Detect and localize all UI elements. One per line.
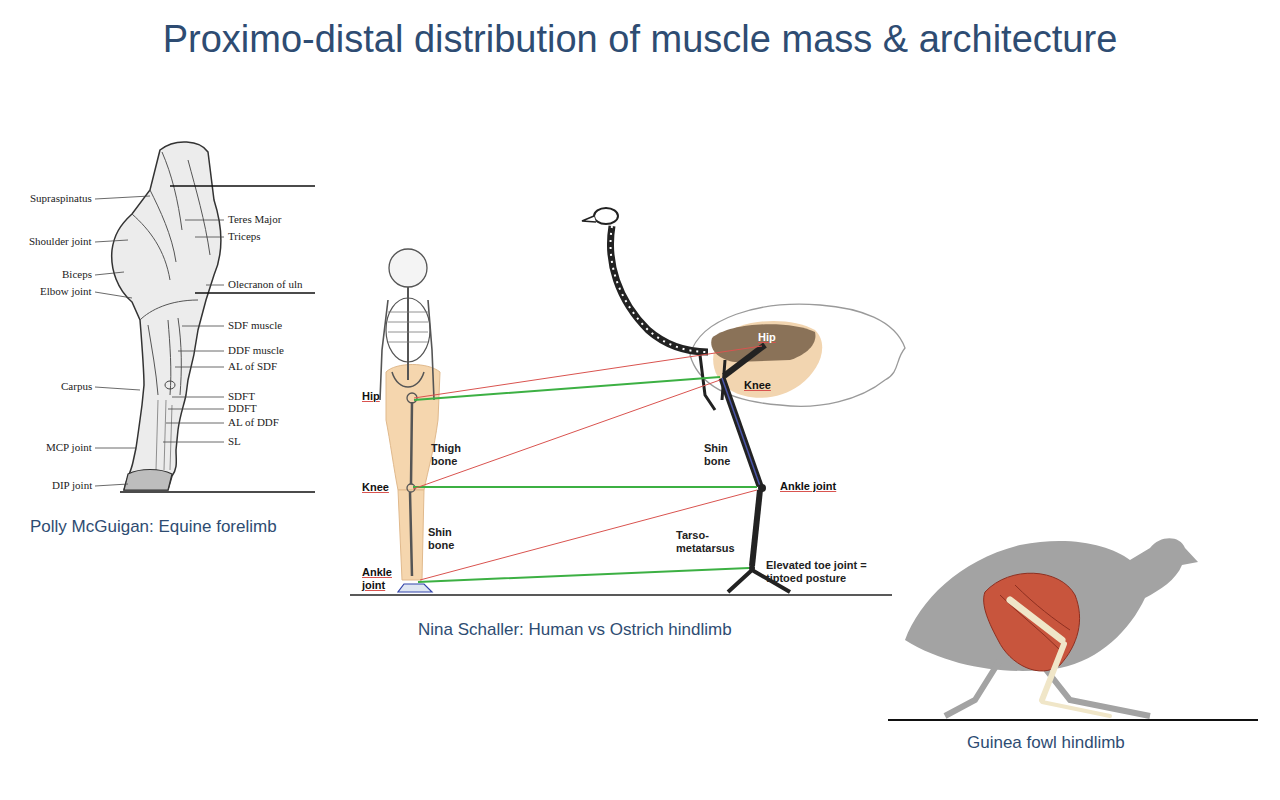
part-label: Teres Major: [228, 213, 281, 226]
caption: Guinea fowl hindlimb: [967, 733, 1125, 753]
drawing-part: [594, 208, 618, 224]
drawing-part: [758, 484, 766, 492]
drawing-part: [413, 377, 757, 582]
slide-title: Proximo-distal distribution of muscle ma…: [0, 18, 1280, 61]
drawing-part: [120, 186, 315, 492]
part-label: Knee: [362, 481, 389, 494]
part-label: AL of SDF: [228, 360, 277, 373]
drawing-part: [749, 565, 755, 571]
drawing-part: [984, 573, 1080, 671]
part-label: DDFT: [228, 402, 257, 415]
ostrich: [582, 208, 905, 592]
part-label: Biceps: [62, 268, 92, 281]
drawing-part: [1010, 600, 1062, 640]
part-label: AL of DDF: [228, 416, 279, 429]
part-label: Shin bone: [428, 526, 468, 551]
drawing-part: [410, 402, 412, 576]
drawing-part: [112, 142, 221, 490]
guinea-fowl: [905, 538, 1198, 716]
part-label: Ankle joint: [780, 480, 836, 493]
caption: Polly McGuigan: Equine forelimb: [30, 517, 277, 537]
part-label: SDF muscle: [228, 319, 282, 332]
ground-line: [888, 719, 1258, 721]
drawing-part: [165, 381, 175, 389]
drawing-part: [582, 216, 596, 222]
ground-line: [350, 594, 892, 596]
part-label: Supraspinatus: [30, 192, 92, 205]
drawing-part: [386, 298, 430, 362]
drawing-part: [124, 470, 172, 491]
part-label: Thigh bone: [431, 442, 475, 467]
drawing-part: [1000, 585, 1070, 650]
part-label: Hip: [758, 331, 776, 344]
drawing-part: [392, 372, 424, 387]
drawing-part: [388, 312, 428, 342]
part-label: Hip: [362, 390, 380, 403]
drawing-part: [413, 346, 762, 580]
part-label: MCP joint: [46, 441, 92, 454]
drawing-part: [611, 226, 709, 352]
part-label: Carpus: [61, 380, 92, 393]
drawing-part: [905, 538, 1198, 671]
drawing-part: [132, 152, 210, 395]
part-label: Elbow joint: [40, 285, 92, 298]
part-label: Elevated toe joint = tiptoed posture: [766, 559, 884, 584]
drawing-part: [1042, 644, 1064, 700]
drawing-part: [95, 196, 224, 486]
drawing-part: [398, 584, 432, 592]
drawing-part: [722, 378, 760, 486]
part-label: Shoulder joint: [29, 235, 92, 248]
drawing-part: [752, 490, 760, 566]
part-label: DIP joint: [52, 479, 92, 492]
part-label: SL: [228, 435, 241, 448]
horse-forelimb: [95, 142, 315, 492]
part-label: DDF muscle: [228, 344, 284, 357]
comparison-lines: [413, 346, 762, 582]
part-label: Triceps: [228, 230, 261, 243]
part-label: Knee: [744, 379, 771, 392]
drawing-part: [156, 400, 172, 470]
drawing-part: [611, 226, 709, 352]
drawing-part: [407, 287, 409, 380]
drawing-part: [724, 345, 765, 376]
caption: Nina Schaller: Human vs Ostrich hindlimb: [418, 620, 732, 640]
drawing-part: [1042, 702, 1110, 716]
part-label: Ankle joint: [362, 566, 398, 591]
part-label: SDFT: [228, 390, 255, 403]
part-label: Olecranon of uln: [228, 278, 303, 291]
drawing-part: [389, 249, 427, 287]
drawing-part: [386, 365, 440, 491]
part-label: Tarso-metatarsus: [676, 529, 742, 554]
drawing-part: [380, 300, 434, 400]
part-label: Shin bone: [704, 442, 744, 467]
drawing-part: [722, 378, 760, 486]
